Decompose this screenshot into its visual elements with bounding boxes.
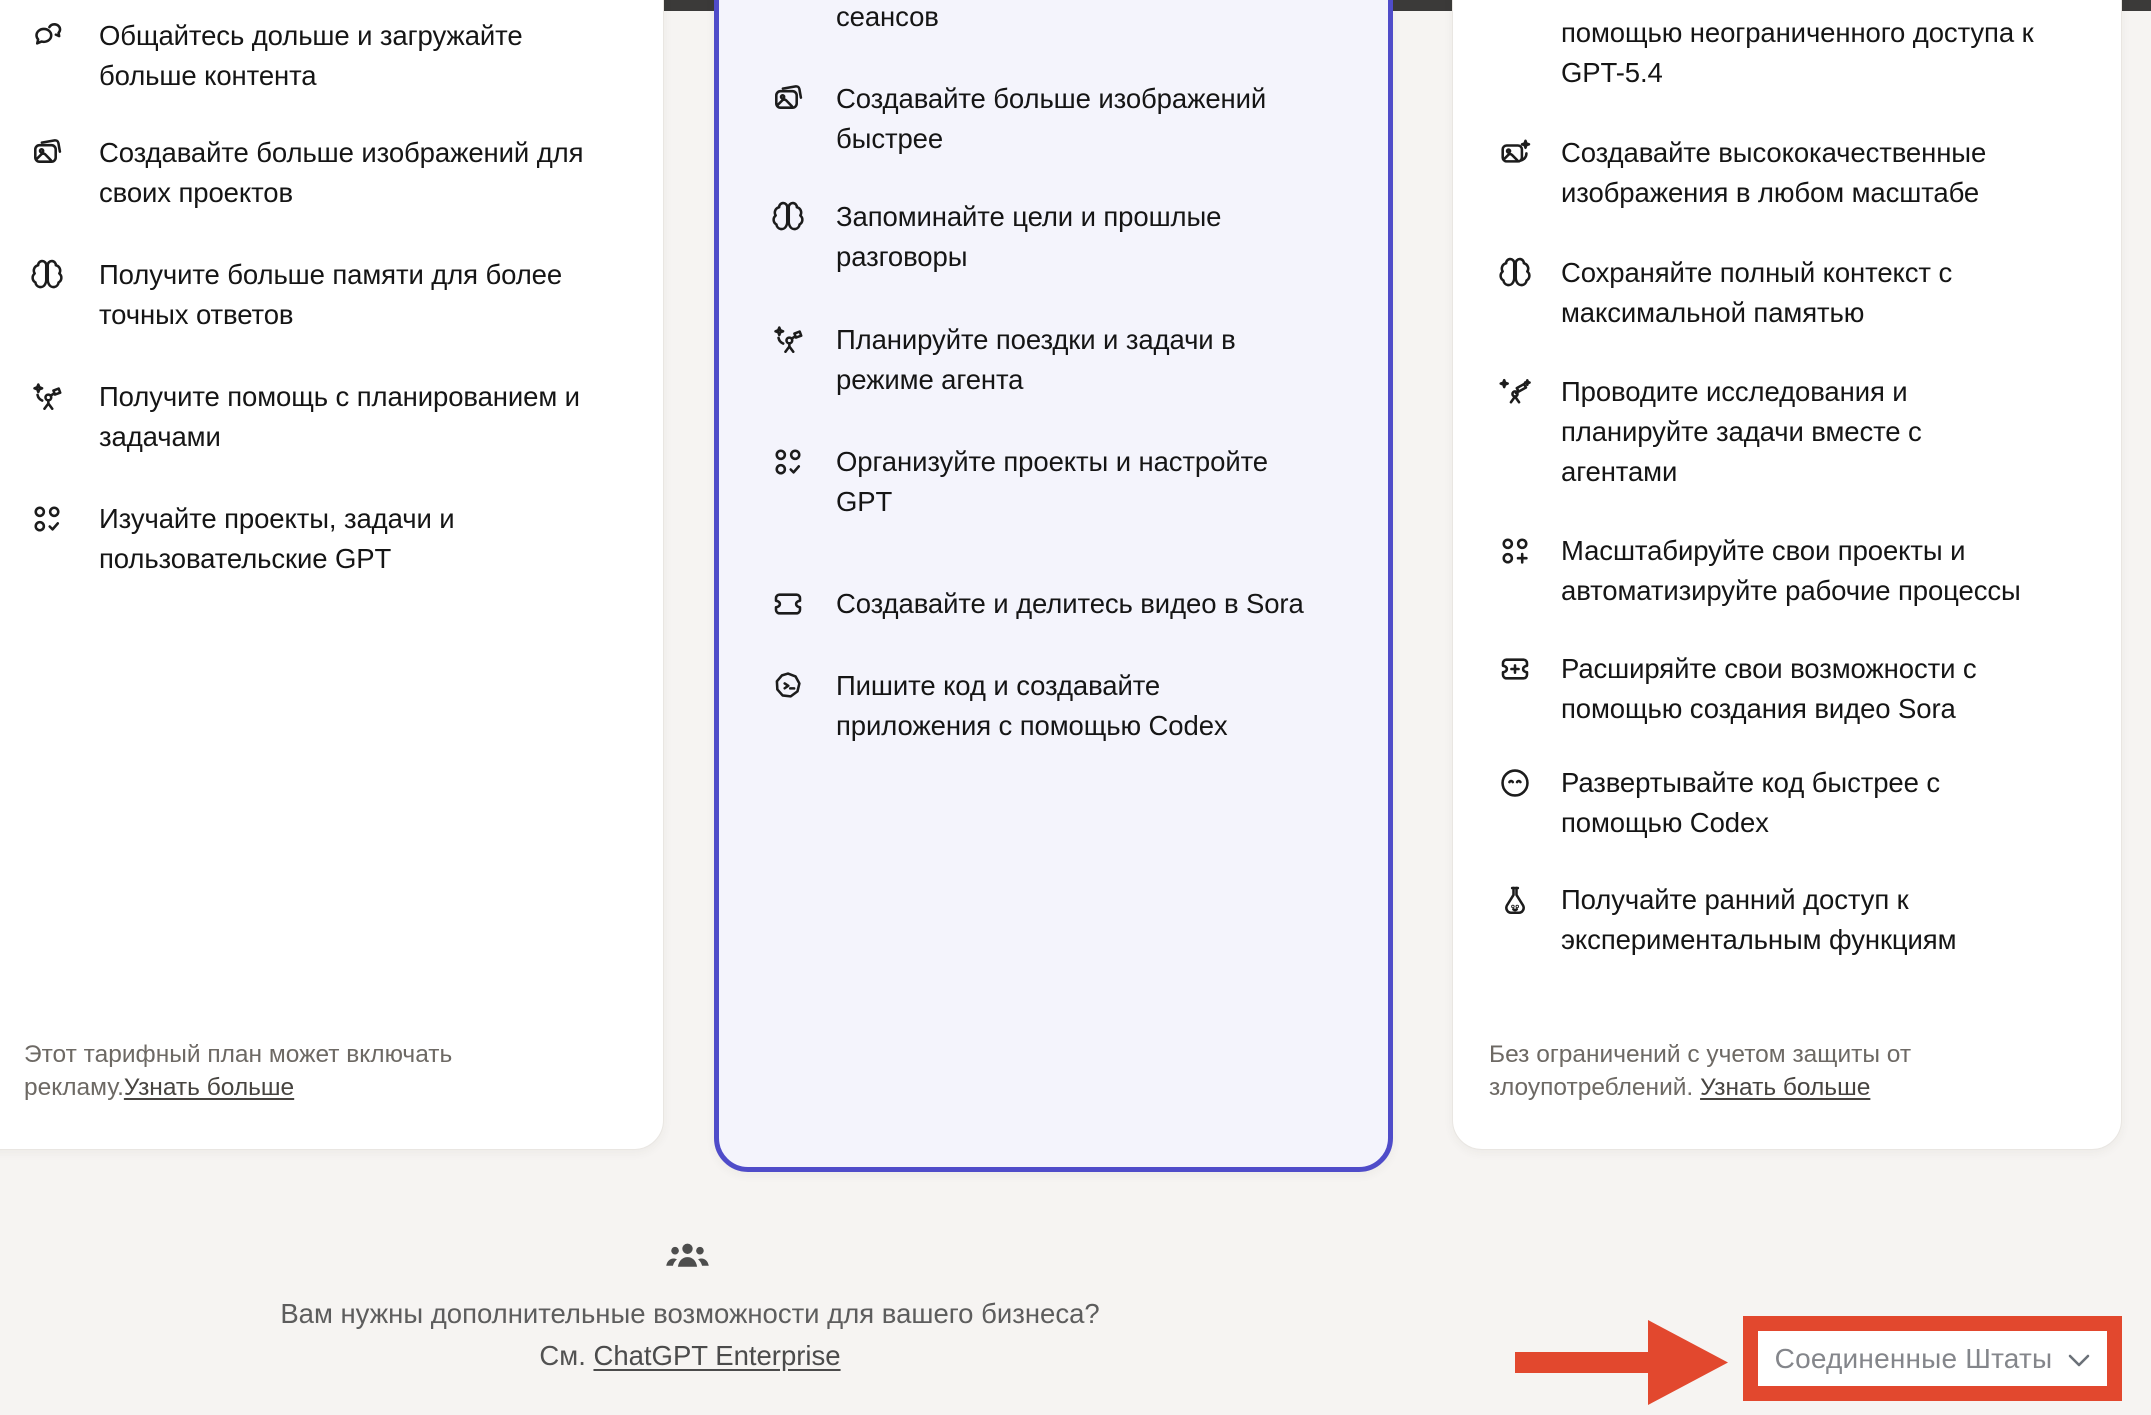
images-icon (770, 81, 806, 117)
feature-item: Планируйте поездки и задачи в режиме аге… (770, 320, 1236, 400)
feature-text: Проводите исследования и планируйте зада… (1561, 376, 1922, 487)
feature-text: Изучайте проекты, задачи и пользовательс… (99, 503, 455, 574)
feature-text: Планируйте поездки и задачи в режиме аге… (836, 324, 1236, 395)
feature-text: Создавайте и делитесь видео в Sora (836, 588, 1304, 619)
learn-more-link[interactable]: Узнать больше (1700, 1074, 1871, 1101)
feature-text: Пишите код и создавайте приложения с пом… (836, 670, 1228, 741)
sora-ticket-icon (770, 586, 806, 622)
feature-text: Получите больше памяти для более точных … (99, 259, 563, 330)
brain-icon (29, 257, 65, 293)
feature-item: Получите больше памяти для более точных … (29, 255, 562, 335)
feature-text: Создавайте больше изображений для своих … (99, 137, 584, 208)
sora-ticket-plus-icon (1497, 651, 1533, 687)
feature-text: Развертывайте код быстрее с помощью Code… (1561, 767, 1940, 838)
brain-icon (770, 199, 806, 235)
research-icon (1497, 374, 1533, 410)
projects-plus-icon (1497, 533, 1533, 569)
feature-item: Проводите исследования и планируйте зада… (1497, 372, 1922, 492)
plan-footnote: Без ограничений с учетом защиты от злоуп… (1489, 1041, 1912, 1101)
feature-item: Расширяйте свои возможности с помощью со… (1497, 649, 1977, 729)
feature-item: Изучайте проекты, задачи и пользовательс… (29, 499, 455, 579)
annotation-arrow-icon (1515, 1320, 1728, 1405)
feature-item: Организуйте проекты и настройте GPT (770, 442, 1268, 522)
region-selector[interactable]: Соединенные Штаты (1743, 1316, 2122, 1401)
feature-text: Получите помощь с планированием и задача… (99, 381, 580, 452)
brain-icon (1497, 255, 1533, 291)
feature-item: Масштабируйте свои проекты и автоматизир… (1497, 531, 2021, 611)
chevron-down-icon (2068, 1354, 2090, 1368)
plan-footnote: Этот тарифный план может включать реклам… (24, 1041, 453, 1101)
feature-text: Создавайте больше изображений быстрее (836, 83, 1267, 154)
chat-icon (29, 18, 65, 54)
feature-text: Организуйте проекты и настройте GPT (836, 446, 1268, 517)
plan-card-pro: помощью неограниченного доступа к GPT-5.… (1452, 0, 2122, 1150)
feature-text: Расширяйте свои возможности с помощью со… (1561, 653, 1977, 724)
projects-check-icon (29, 501, 65, 537)
feature-item: Получайте ранний доступ к эксперименталь… (1497, 880, 1957, 960)
feature-item: Создавайте больше изображений для своих … (29, 133, 584, 213)
feature-text: Масштабируйте свои проекты и автоматизир… (1561, 535, 2021, 606)
feature-text: Получайте ранний доступ к эксперименталь… (1561, 884, 1957, 955)
flask-icon (1497, 882, 1533, 918)
feature-item: Общайтесь дольше и загружайте больше кон… (29, 16, 523, 96)
feature-text-partial: помощью неограниченного доступа к GPT-5.… (1561, 17, 2034, 88)
smiley-icon (1497, 765, 1533, 801)
learn-more-link[interactable]: Узнать больше (123, 1074, 295, 1101)
projects-check-icon (770, 444, 806, 480)
image-sparkle-icon (1497, 135, 1533, 171)
feature-text: Сохраняйте полный контекст с максимально… (1561, 257, 1953, 328)
codex-icon (770, 668, 806, 704)
business-question: Вам нужны дополнительные возможности для… (280, 1298, 1100, 1329)
feature-text-partial: сеансов (836, 1, 939, 32)
region-selector-label: Соединенные Штаты (1774, 1342, 2053, 1374)
agent-icon (29, 379, 65, 415)
feature-item: Запоминайте цели и прошлые разговоры (770, 197, 1221, 277)
feature-text: Создавайте высококачественные изображени… (1561, 137, 1987, 208)
images-icon (29, 135, 65, 171)
feature-item: Получите помощь с планированием и задача… (29, 377, 580, 457)
business-see-line: См. ChatGPT Enterprise (539, 1340, 841, 1371)
feature-item: Создавайте и делитесь видео в Sora (770, 584, 1304, 624)
feature-item: Пишите код и создавайте приложения с пом… (770, 666, 1228, 746)
agent-icon (770, 322, 806, 358)
feature-item: Сохраняйте полный контекст с максимально… (1497, 253, 1952, 333)
plan-card-plus-highlighted: сеансов Создавайте больше изображений бы… (714, 0, 1393, 1172)
chatgpt-enterprise-link[interactable]: ChatGPT Enterprise (593, 1340, 841, 1371)
plan-card-free: Общайтесь дольше и загружайте больше кон… (0, 0, 664, 1150)
feature-text: Общайтесь дольше и загружайте больше кон… (99, 20, 523, 91)
people-icon (664, 1241, 711, 1271)
feature-item: Создавайте высококачественные изображени… (1497, 133, 1986, 213)
feature-item: Создавайте больше изображений быстрее (770, 79, 1266, 159)
feature-text: Запоминайте цели и прошлые разговоры (836, 201, 1222, 272)
feature-item: Развертывайте код быстрее с помощью Code… (1497, 763, 1940, 843)
